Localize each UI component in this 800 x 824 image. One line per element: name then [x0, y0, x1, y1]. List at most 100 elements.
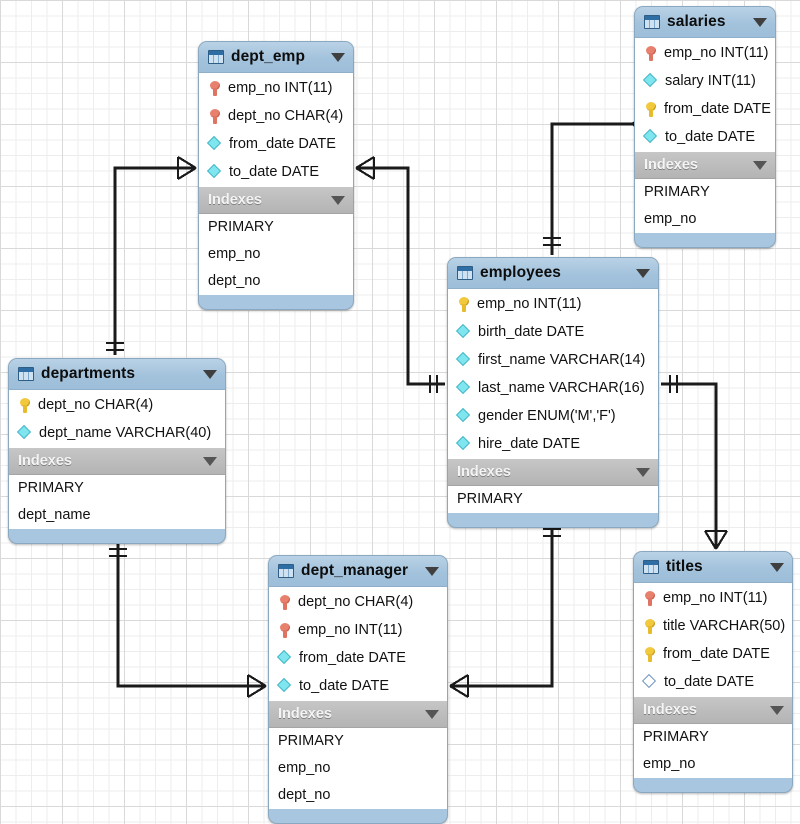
indexes-header-dept_emp[interactable]: Indexes — [199, 186, 353, 214]
table-panel-dept_emp[interactable]: dept_emp emp_no INT(11) dept_no CHAR(4) fro… — [198, 41, 354, 310]
index-row[interactable]: dept_no — [278, 787, 331, 804]
index-row[interactable]: PRIMARY — [18, 480, 84, 497]
table-header-departments[interactable]: departments — [9, 359, 225, 390]
primary-key-icon — [643, 618, 656, 634]
index-row[interactable]: dept_no — [208, 273, 261, 290]
chevron-down-icon[interactable] — [425, 709, 439, 719]
column-label: to_date DATE — [229, 163, 320, 180]
column-icon — [278, 679, 292, 693]
indexes-list: PRIMARY dept_name — [9, 475, 225, 529]
foreign-primary-key-icon — [278, 594, 291, 610]
foreign-primary-key-icon — [644, 45, 657, 61]
column-row[interactable]: to_date DATE — [634, 668, 792, 696]
column-label: emp_no INT(11) — [663, 589, 768, 606]
table-header-titles[interactable]: titles — [634, 552, 792, 583]
table-name: titles — [666, 558, 703, 576]
chevron-down-icon[interactable] — [770, 562, 784, 572]
columns-list: emp_no INT(11) salary INT(11)from_date DA… — [635, 38, 775, 151]
column-icon — [457, 353, 471, 367]
column-row[interactable]: last_name VARCHAR(16) — [448, 374, 658, 402]
column-icon — [457, 409, 471, 423]
indexes-label: Indexes — [208, 191, 262, 208]
column-label: first_name VARCHAR(14) — [478, 351, 646, 368]
column-row[interactable]: emp_no INT(11) — [448, 290, 658, 318]
column-row[interactable]: dept_no CHAR(4) — [199, 102, 353, 130]
chevron-down-icon[interactable] — [331, 195, 345, 205]
foreign-primary-key-icon — [278, 622, 291, 638]
column-row[interactable]: from_date DATE — [634, 640, 792, 668]
indexes-header-employees[interactable]: Indexes — [448, 458, 658, 486]
indexes-list: PRIMARY emp_no — [634, 724, 792, 778]
column-row[interactable]: emp_no INT(11) — [199, 74, 353, 102]
chevron-down-icon[interactable] — [636, 268, 650, 278]
column-label: dept_no CHAR(4) — [228, 107, 344, 124]
chevron-down-icon[interactable] — [203, 369, 217, 379]
column-row[interactable]: birth_date DATE — [448, 318, 658, 346]
column-label: emp_no INT(11) — [477, 295, 582, 312]
index-row[interactable]: emp_no — [644, 211, 697, 228]
column-label: title VARCHAR(50) — [663, 617, 786, 634]
column-row[interactable]: dept_no CHAR(4) — [9, 391, 225, 419]
columns-list: emp_no INT(11) birth_date DATE first_name … — [448, 289, 658, 458]
column-label: emp_no INT(11) — [664, 44, 769, 61]
column-row[interactable]: hire_date DATE — [448, 430, 658, 458]
column-label: dept_name VARCHAR(40) — [39, 424, 212, 441]
index-row[interactable]: emp_no — [643, 756, 696, 773]
column-row[interactable]: emp_no INT(11) — [635, 39, 775, 67]
column-label: last_name VARCHAR(16) — [478, 379, 645, 396]
column-row[interactable]: to_date DATE — [269, 672, 447, 700]
chevron-down-icon[interactable] — [753, 160, 767, 170]
column-label: emp_no INT(11) — [228, 79, 333, 96]
column-row[interactable]: to_date DATE — [635, 123, 775, 151]
index-row[interactable]: emp_no — [278, 760, 331, 777]
index-row[interactable]: PRIMARY — [278, 733, 344, 750]
index-row[interactable]: PRIMARY — [457, 491, 523, 508]
column-row[interactable]: salary INT(11) — [635, 67, 775, 95]
column-row[interactable]: from_date DATE — [269, 644, 447, 672]
nullable-column-icon — [643, 675, 657, 689]
column-row[interactable]: emp_no INT(11) — [634, 584, 792, 612]
foreign-primary-key-icon — [208, 80, 221, 96]
index-row[interactable]: dept_name — [18, 507, 91, 524]
rel-employees-titles — [661, 375, 728, 550]
index-row[interactable]: PRIMARY — [643, 729, 709, 746]
column-row[interactable]: dept_name VARCHAR(40) — [9, 419, 225, 447]
table-panel-dept_manager[interactable]: dept_manager dept_no CHAR(4)emp_no INT(11… — [268, 555, 448, 824]
indexes-label: Indexes — [644, 156, 698, 173]
primary-key-icon — [644, 101, 657, 117]
table-header-dept_manager[interactable]: dept_manager — [269, 556, 447, 587]
chevron-down-icon[interactable] — [331, 52, 345, 62]
column-row[interactable]: first_name VARCHAR(14) — [448, 346, 658, 374]
chevron-down-icon[interactable] — [203, 456, 217, 466]
chevron-down-icon[interactable] — [425, 566, 439, 576]
indexes-header-salaries[interactable]: Indexes — [635, 151, 775, 179]
chevron-down-icon[interactable] — [753, 17, 767, 27]
column-row[interactable]: title VARCHAR(50) — [634, 612, 792, 640]
column-label: hire_date DATE — [478, 435, 581, 452]
indexes-header-dept_manager[interactable]: Indexes — [269, 700, 447, 728]
index-row[interactable]: PRIMARY — [644, 184, 710, 201]
column-row[interactable]: dept_no CHAR(4) — [269, 588, 447, 616]
table-name: dept_manager — [301, 562, 409, 580]
indexes-header-departments[interactable]: Indexes — [9, 447, 225, 475]
chevron-down-icon[interactable] — [636, 467, 650, 477]
table-header-salaries[interactable]: salaries — [635, 7, 775, 38]
indexes-header-titles[interactable]: Indexes — [634, 696, 792, 724]
index-row[interactable]: emp_no — [208, 246, 261, 263]
table-header-employees[interactable]: employees — [448, 258, 658, 289]
column-row[interactable]: to_date DATE — [199, 158, 353, 186]
table-icon — [644, 15, 660, 29]
column-row[interactable]: emp_no INT(11) — [269, 616, 447, 644]
index-row[interactable]: PRIMARY — [208, 219, 274, 236]
table-panel-salaries[interactable]: salaries emp_no INT(11) salary INT(11)from… — [634, 6, 776, 248]
table-header-dept_emp[interactable]: dept_emp — [199, 42, 353, 73]
table-panel-titles[interactable]: titles emp_no INT(11) title VARCHAR(50) fro… — [633, 551, 793, 793]
indexes-label: Indexes — [18, 452, 72, 469]
column-row[interactable]: from_date DATE — [199, 130, 353, 158]
table-panel-employees[interactable]: employees emp_no INT(11) birth_date DATE fi… — [447, 257, 659, 528]
column-row[interactable]: gender ENUM('M','F') — [448, 402, 658, 430]
column-row[interactable]: from_date DATE — [635, 95, 775, 123]
chevron-down-icon[interactable] — [770, 705, 784, 715]
